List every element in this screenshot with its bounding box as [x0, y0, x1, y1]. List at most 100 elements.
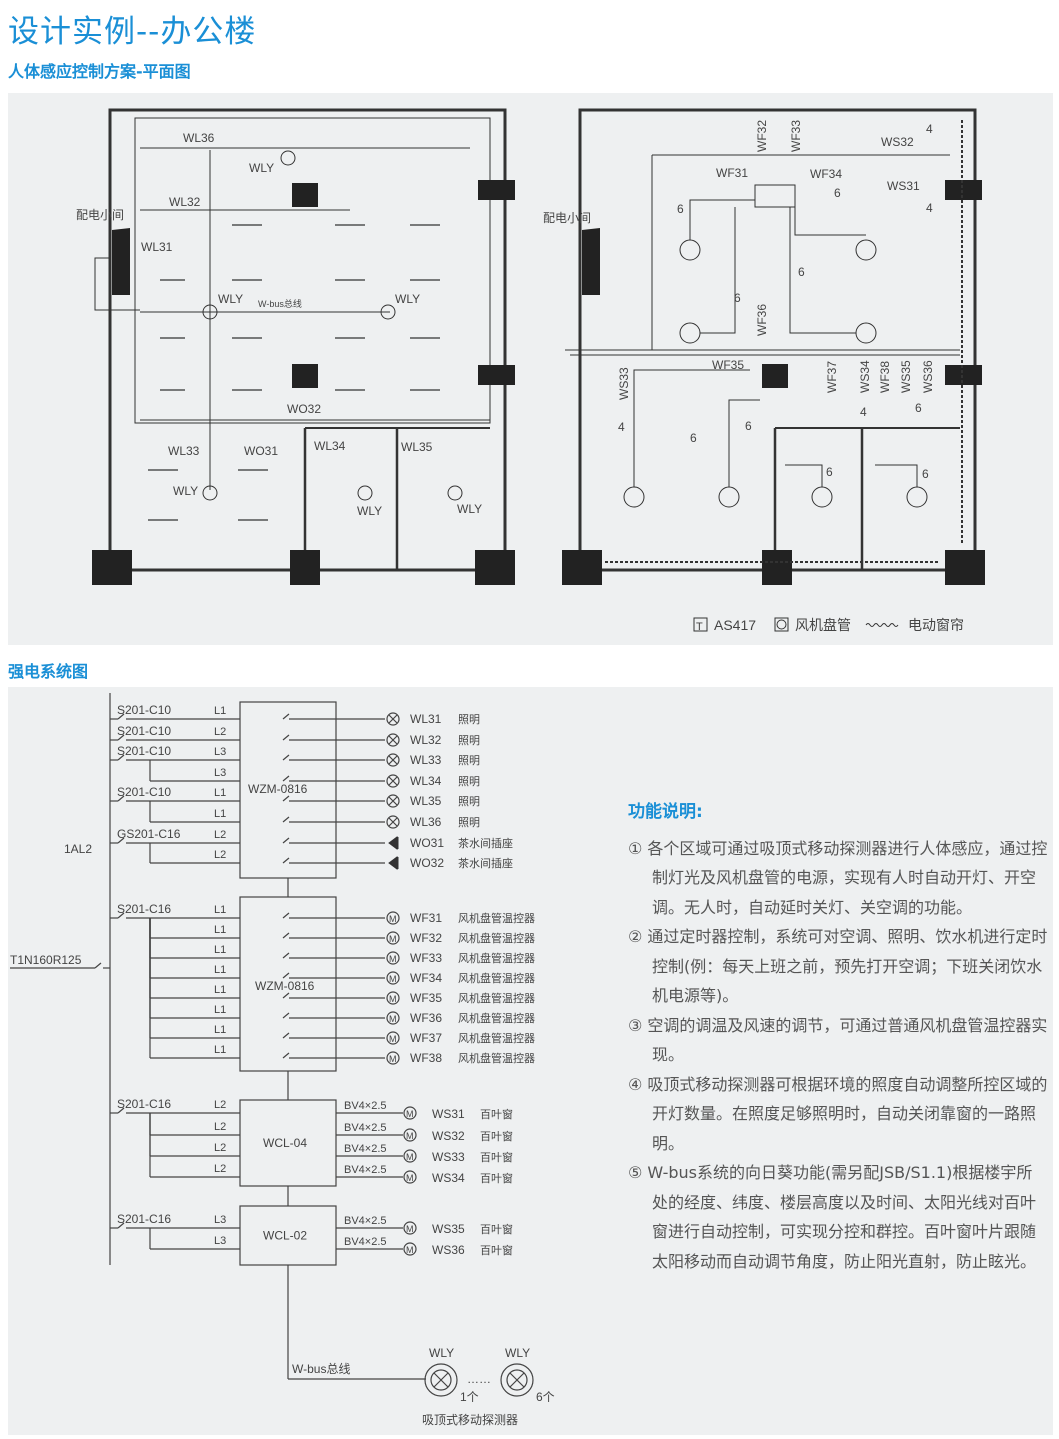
curtain-icon [865, 623, 899, 627]
switch-contact [117, 1107, 125, 1114]
phase-label: L2 [214, 1099, 226, 1111]
output-desc: 照明 [458, 816, 480, 829]
motor-icon [386, 911, 400, 925]
phase-label: L1 [214, 1024, 226, 1036]
motor-icon-glyph: M [389, 914, 397, 924]
breaker-label: S201-C16 [117, 902, 171, 916]
motor-icon-glyph: M [406, 1152, 414, 1162]
socket-icon [388, 856, 399, 870]
motor-icon-glyph: M [406, 1224, 414, 1234]
plan-label: WF32 [755, 120, 769, 152]
output-desc: 百叶窗 [480, 1129, 513, 1143]
motion-detector-cross [433, 1372, 449, 1388]
floor-plan-right [562, 108, 985, 585]
phase-label: L1 [214, 984, 226, 996]
output-id: WS34 [432, 1171, 465, 1185]
socket-icon [388, 836, 399, 850]
motor-icon [403, 1242, 417, 1256]
motor-icon [403, 1149, 417, 1163]
cable-label: BV4×2.5 [344, 1143, 387, 1155]
motion-detector-inner [506, 1369, 528, 1391]
plan-label: WLY [218, 292, 243, 306]
breaker-label: GS201-C16 [117, 827, 181, 841]
plan-label: 配电小间 [76, 208, 124, 222]
output-id: WL36 [410, 815, 442, 829]
cable-label: BV4×2.5 [344, 1164, 387, 1176]
switch-contact [282, 932, 290, 939]
motor-icon-glyph: M [406, 1109, 414, 1119]
output-desc: 风机盘管温控器 [458, 1011, 535, 1025]
output-id: WS31 [432, 1107, 465, 1121]
plan-label: W-bus总线 [258, 298, 302, 309]
floor-plan-right-labels: 配电小间 WS32 WF31 WF34 WS31 WF35 4 6 6 6 6 … [543, 120, 935, 481]
phase-label: L3 [214, 746, 226, 758]
lamp-icon [386, 712, 400, 726]
output-desc: 风机盘管温控器 [458, 1031, 535, 1045]
plan-label: WS35 [899, 360, 913, 393]
phase-label: L3 [214, 1235, 226, 1247]
plan-label: WF34 [810, 167, 842, 181]
motor-icon [386, 1011, 400, 1025]
module-name: WZM-0816 [255, 979, 315, 993]
motor-icon [386, 951, 400, 965]
output-desc: 风机盘管温控器 [458, 971, 535, 985]
plan-label: WF37 [825, 361, 839, 393]
w-bus-label: W-bus总线 [292, 1362, 350, 1376]
cable-label: BV4×2.5 [344, 1236, 387, 1248]
plan-label: 6 [915, 401, 922, 415]
plan-label: 6 [798, 265, 805, 279]
motor-icon [386, 1031, 400, 1045]
motion-detector-icon [424, 1363, 458, 1397]
switch-contact [282, 713, 290, 720]
plan-label: 6 [734, 291, 741, 305]
phase-label: L1 [214, 808, 226, 820]
plan-label: WO32 [287, 402, 321, 416]
output-id: WF35 [410, 991, 442, 1005]
lamp-icon [386, 794, 400, 808]
plan-label: WS34 [858, 360, 872, 393]
plan-label: WL31 [141, 240, 173, 254]
fan-coil-icon [774, 617, 789, 632]
lamp-icon-cross [388, 714, 398, 724]
function-item: ① 各个区域可通过吸顶式移动探测器进行人体感应，通过控制灯光及风机盘管的电源，实… [628, 838, 1048, 917]
function-description: 功能说明: ① 各个区域可通过吸顶式移动探测器进行人体感应，通过控制灯光及风机盘… [628, 798, 1048, 1276]
phase-label: L1 [214, 924, 226, 936]
output-desc: 风机盘管温控器 [458, 911, 535, 925]
breaker-label: S201-C10 [117, 785, 171, 799]
plan-label: WF36 [755, 304, 769, 336]
legend-label: 电动窗帘 [908, 617, 964, 633]
function-heading: 功能说明: [628, 802, 703, 822]
plan-label: WL32 [169, 195, 201, 209]
floor-plan-left [92, 108, 515, 585]
phase-label: L1 [214, 1044, 226, 1056]
motor-icon [403, 1128, 417, 1142]
lamp-icon [386, 815, 400, 829]
output-id: WL31 [410, 712, 442, 726]
function-item: ④ 吸顶式移动探测器可根据环境的照度自动调整所控区域的开灯数量。在照度足够照明时… [628, 1074, 1048, 1153]
phase-label: L2 [214, 849, 226, 861]
plan-label: WF31 [716, 166, 748, 180]
plan-label: WL36 [183, 131, 215, 145]
lamp-icon [386, 774, 400, 788]
plan-label: WLY [249, 161, 274, 175]
plan-label: 6 [745, 419, 752, 433]
plan-label: 4 [926, 201, 933, 215]
switch-contact [282, 952, 290, 959]
plan-label: 6 [826, 465, 833, 479]
plan-label: WO31 [244, 444, 278, 458]
lamp-icon-cross [388, 776, 398, 786]
detector-label: WLY [429, 1346, 454, 1360]
output-desc: 照明 [458, 775, 480, 788]
breaker-label: S201-C10 [117, 744, 171, 758]
plan-label: WLY [395, 292, 420, 306]
plan-label: 4 [926, 122, 933, 136]
plan-label: 6 [922, 467, 929, 481]
phase-label: L2 [214, 829, 226, 841]
main-breaker-label: T1N160R125 [10, 953, 82, 967]
output-id: WS35 [432, 1222, 465, 1236]
switch-contact [282, 972, 290, 979]
output-desc: 风机盘管温控器 [458, 931, 535, 945]
lamp-icon [386, 753, 400, 767]
motion-detector-cross [509, 1372, 525, 1388]
lamp-icon [386, 733, 400, 747]
